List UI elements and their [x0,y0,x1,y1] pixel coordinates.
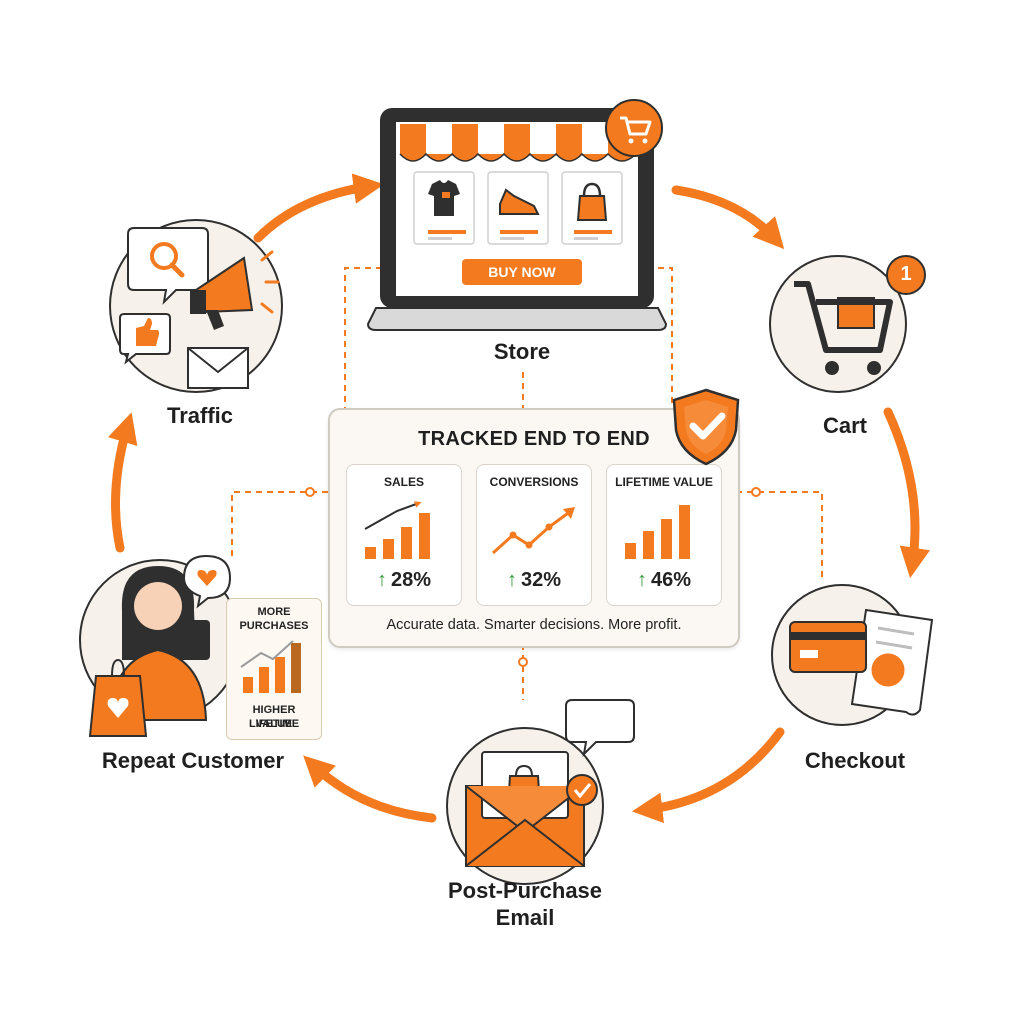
phone-icon [186,620,210,660]
card-top-line-2: PURCHASES [239,620,309,632]
arrow-checkout-to-email [631,727,785,824]
card-bottom-line-1: HIGHER LIFETIME [248,704,300,730]
megaphone-icon [190,256,254,330]
sneaker-icon [499,188,540,215]
arrow-repeat-to-traffic [108,412,138,553]
metric-value: 28% [390,569,432,591]
metric-change: ↑28% [347,569,461,592]
face [134,582,182,630]
metric-card-conversions: CONVERSIONS ↑32% [476,464,592,606]
metric-value: 32% [520,569,562,591]
search-icon [150,242,178,270]
repeat-customer-label: Repeat Customer [101,748,285,773]
card-top-line-1: MORE [257,606,291,618]
lifetime-value-bars-chart-icon [625,505,690,559]
handbag-icon [576,195,608,221]
heart-icon [107,698,129,718]
email-label-line-1: Post-Purchase [447,878,603,903]
arrow-email-to-repeat [303,755,437,823]
checkout-label: Checkout [804,748,906,773]
growth-bars-icon [240,640,301,693]
up-arrow-icon: ↑ [506,569,517,591]
shield-check-icon [672,388,740,466]
card-bottom-line-2: VALUE [255,718,293,730]
metric-title: CONVERSIONS [489,475,579,489]
metric-card-lifetime-value: LIFETIME VALUE ↑46% [606,464,722,606]
store-laptop-icon [366,99,668,331]
panel-title: TRACKED END TO END [418,428,650,450]
metric-card-sales: SALES ↑28% [346,464,462,606]
metric-change: ↑32% [477,569,591,592]
arrow-store-to-cart [671,185,785,250]
email-label-line-2: Email [495,905,555,930]
store-label: Store [493,339,551,364]
email-node [446,699,635,885]
connector-dots [305,487,761,667]
panel-tagline: Accurate data. Smarter decisions. More p… [386,617,682,633]
search-bubble-icon [127,227,209,305]
traffic-label: Traffic [166,403,234,428]
metric-title: SALES [383,475,424,489]
cart-count-text: 1 [900,263,912,285]
mail-icon [187,347,249,389]
shopping-cart-icon [794,281,893,375]
metric-change: ↑46% [607,569,721,592]
checkout-node [771,584,934,726]
lifetime-value-card: MORE PURCHASES HIGHER LIFETIME VALUE [226,598,322,740]
repeat-customer-node [79,554,241,737]
cart-node [769,255,926,393]
credit-card-icon [789,621,867,673]
metric-value: 46% [650,569,692,591]
traffic-node [109,219,283,393]
check-badge-icon [566,774,598,806]
cycle-arrows [108,173,930,824]
dollar-coin-icon [868,650,908,690]
conversions-line-chart-icon [491,507,575,555]
cart-count-badge [886,255,926,295]
up-arrow-icon: ↑ [376,569,387,591]
sales-bars-chart-icon [364,501,430,559]
speech-bubble-icon [565,699,635,757]
up-arrow-icon: ↑ [636,569,647,591]
arrow-traffic-to-store [253,173,385,243]
store-awning [399,124,637,162]
buy-now-button[interactable]: BUY NOW [462,259,582,285]
metric-title: LIFETIME VALUE [615,475,713,489]
tracking-summary-panel: TRACKED END TO END SALES ↑28% CONVERSION… [328,408,740,648]
arrow-cart-to-checkout [883,407,930,579]
cart-label: Cart [822,413,867,438]
